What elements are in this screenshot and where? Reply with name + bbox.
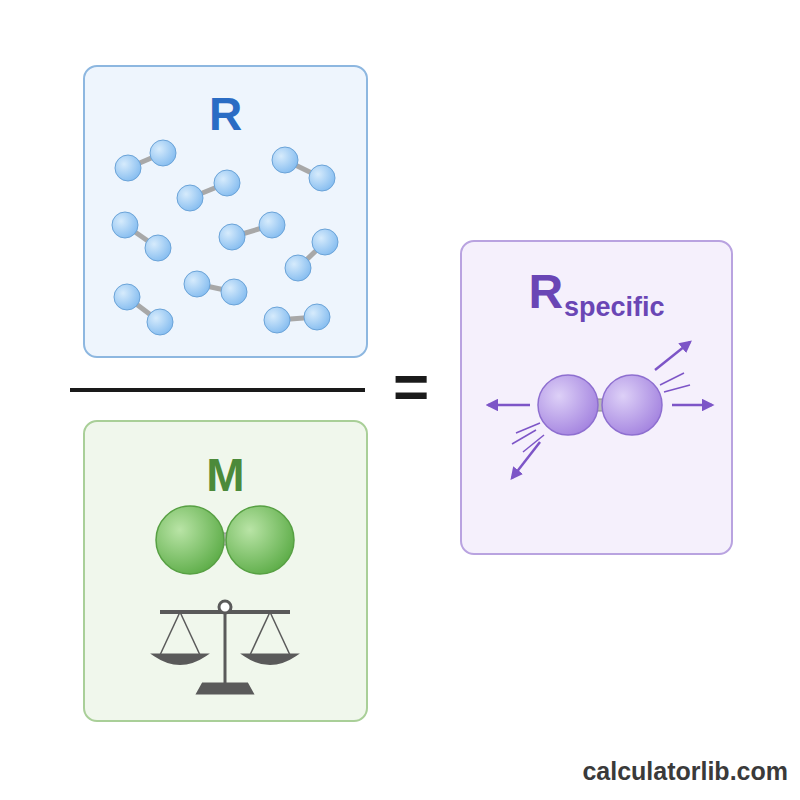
gas-molecule [272,147,335,191]
balance-scale-icon [155,601,295,693]
moving-molecule [538,375,662,435]
symbol-letter: R [528,268,563,316]
heavy-molecule [156,506,294,574]
gas-molecule [177,170,240,211]
symbol-letter: M [206,452,244,498]
symbol-letter: R [209,91,242,137]
gas-molecules [112,140,338,335]
gas-molecule [264,304,330,333]
equals-sign: = [393,356,429,418]
node-heading: Rspecific [462,268,731,316]
result-box: Rspecific [460,240,733,555]
node-heading: R [85,91,366,137]
gas-molecule [115,140,176,181]
fraction-bar [70,388,365,392]
denominator-box: M [83,420,368,722]
symbol-subscript: specific [564,294,665,321]
gas-molecule [219,212,285,250]
gas-molecule [285,229,338,281]
gas-molecule [184,271,247,305]
gas-molecule [114,284,173,335]
watermark: calculatorlib.com [582,759,788,784]
node-heading: M [85,452,366,498]
gas-molecule [112,212,171,261]
motion-arrows [488,342,712,478]
numerator-box: R [83,65,368,358]
